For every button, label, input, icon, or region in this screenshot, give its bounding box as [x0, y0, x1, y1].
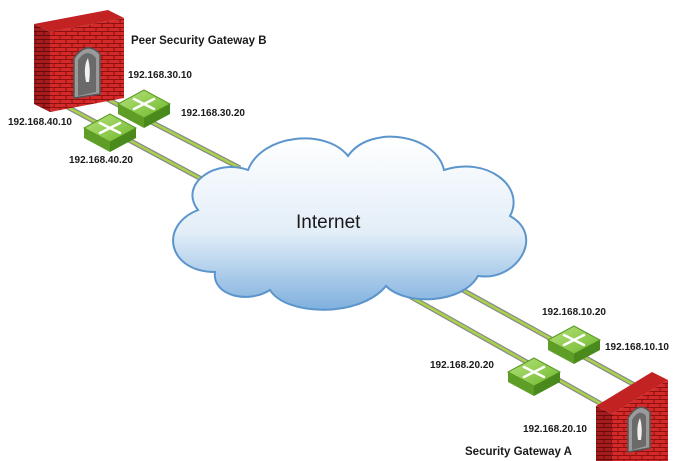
- router-b-upper-icon: [116, 89, 172, 128]
- gateway-a-ip-lower: 192.168.20.10: [523, 424, 587, 435]
- router-a-lower-ip: 192.168.20.20: [430, 360, 494, 371]
- router-b-lower-icon: [82, 113, 138, 152]
- router-a-upper-ip: 192.168.10.20: [542, 307, 606, 318]
- link-a-upper: [428, 269, 642, 391]
- link-b-lower: [58, 100, 224, 193]
- gateway-b-ip-lower: 192.168.40.10: [8, 117, 72, 128]
- router-a-upper-icon: [546, 325, 602, 364]
- router-b-upper-ip: 192.168.30.20: [181, 108, 245, 119]
- firewall-b-icon: [34, 10, 124, 112]
- internet-label: Internet: [296, 212, 361, 233]
- gateway-b-name: Peer Security Gateway B: [131, 35, 267, 47]
- router-b-lower-ip: 192.168.40.20: [69, 155, 133, 166]
- firewall-a-icon: [596, 372, 668, 461]
- router-a-lower-icon: [506, 357, 562, 396]
- gateway-a-name: Security Gateway A: [465, 446, 572, 458]
- internet-cloud-icon: [172, 135, 528, 311]
- gateway-b-ip-upper: 192.168.30.10: [128, 70, 192, 81]
- gateway-a-ip-upper: 192.168.10.10: [605, 342, 669, 353]
- link-a-lower: [393, 285, 614, 413]
